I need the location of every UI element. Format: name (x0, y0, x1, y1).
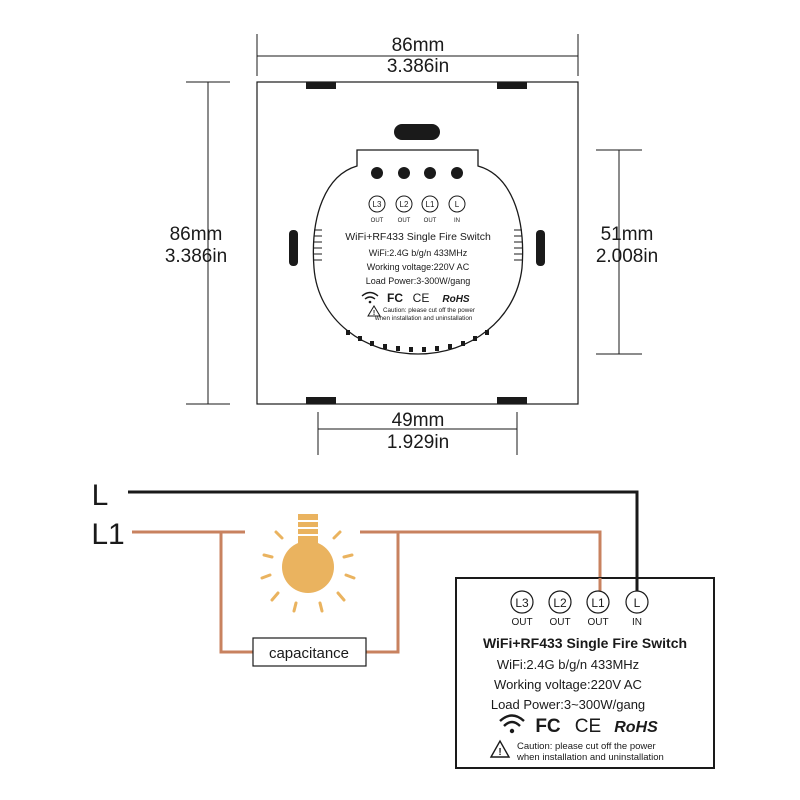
svg-text:L2: L2 (553, 596, 567, 610)
top-slot (394, 124, 440, 140)
width-mm-label: 86mm (392, 35, 445, 56)
small-caution-line2: when installation and uninstallation (374, 315, 473, 322)
small-module-title: WiFi+RF433 Single Fire Switch (345, 231, 491, 243)
module-side-ribs (314, 229, 522, 261)
small-rohs-mark: RoHS (442, 294, 470, 305)
load-line-label: L1 (91, 518, 124, 551)
module-load-spec: Load Power:3~300W/gang (491, 697, 645, 712)
caution-line1: Caution: please cut off the power (517, 741, 656, 752)
module-wifi-spec: WiFi:2.4G b/g/n 433MHz (497, 657, 639, 672)
module-voltage-spec: Working voltage:220V AC (494, 677, 642, 692)
svg-text:IN: IN (454, 218, 460, 224)
width-in-label: 3.386in (387, 56, 449, 77)
module-housing (312, 149, 524, 355)
svg-text:L3: L3 (373, 200, 382, 209)
caution-icon: ! (489, 739, 511, 758)
svg-text:L2: L2 (400, 200, 409, 209)
load-wires (132, 530, 602, 654)
small-terminal-l1: L1 OUT (421, 195, 439, 224)
rohs-mark: RoHS (614, 719, 658, 736)
svg-text:!: ! (373, 310, 375, 317)
svg-text:OUT: OUT (511, 617, 532, 628)
small-module-voltage: Working voltage:220V AC (367, 262, 470, 272)
small-caution-icon: ! (367, 305, 381, 317)
terminal-screws (371, 167, 463, 179)
live-line-label: L (92, 479, 109, 512)
module-width-mm-label: 49mm (392, 410, 445, 431)
svg-text:!: ! (498, 747, 501, 758)
wifi-icon (499, 714, 525, 734)
svg-text:L: L (634, 596, 641, 610)
small-terminal-l2: L2 OUT (395, 195, 413, 224)
capacitance-label: capacitance (269, 645, 349, 662)
module-width-in-label: 1.929in (387, 432, 449, 453)
svg-text:OUT: OUT (424, 218, 437, 224)
svg-text:OUT: OUT (398, 218, 411, 224)
caution-line2: when installation and uninstallation (516, 752, 664, 763)
svg-text:L3: L3 (515, 596, 529, 610)
svg-text:OUT: OUT (549, 617, 570, 628)
light-bulb-icon (260, 514, 356, 613)
small-module-load: Load Power:3-300W/gang (366, 276, 471, 286)
dimension-drawing: 86mm 3.386in 86mm 3.386in 51mm 2.008in 4… (165, 34, 658, 455)
terminal-l1: L1 OUT (586, 590, 610, 628)
height-dimension (186, 81, 230, 405)
module-height-mm-label: 51mm (601, 224, 654, 245)
small-ce-mark: CE (413, 291, 430, 305)
panel-clips (289, 82, 545, 404)
svg-text:L1: L1 (426, 200, 435, 209)
height-mm-label: 86mm (170, 224, 223, 245)
svg-text:L1: L1 (591, 596, 605, 610)
module-title: WiFi+RF433 Single Fire Switch (483, 635, 687, 651)
small-terminal-l: L IN (448, 195, 466, 224)
small-caution-line1: Caution: please cut off the power (383, 307, 475, 314)
module-width-dimension (317, 412, 518, 455)
small-module-wifi: WiFi:2.4G b/g/n 433MHz (369, 248, 468, 258)
small-terminal-l3: L3 OUT (368, 195, 386, 224)
terminal-l: L IN (625, 590, 649, 628)
switch-module-box (455, 577, 715, 769)
terminal-l3: L3 OUT (510, 590, 534, 628)
width-dimension (256, 34, 579, 76)
svg-text:OUT: OUT (587, 617, 608, 628)
capacitance-box (252, 637, 367, 667)
svg-text:IN: IN (632, 617, 642, 628)
height-in-label: 3.386in (165, 246, 227, 267)
module-height-in-label: 2.008in (596, 246, 658, 267)
svg-text:OUT: OUT (371, 218, 384, 224)
ce-mark: CE (575, 716, 601, 737)
terminal-l2: L2 OUT (548, 590, 572, 628)
switch-panel-outline (256, 81, 579, 405)
small-wifi-icon (361, 291, 379, 304)
wiring-diagram: L L1 (91, 479, 715, 769)
module-bottom-notches (346, 330, 489, 352)
module-height-dimension (596, 149, 642, 355)
fc-mark: FC (535, 716, 561, 737)
small-fc-mark: FC (387, 291, 403, 305)
svg-text:L: L (455, 200, 460, 209)
live-wire (128, 490, 639, 590)
